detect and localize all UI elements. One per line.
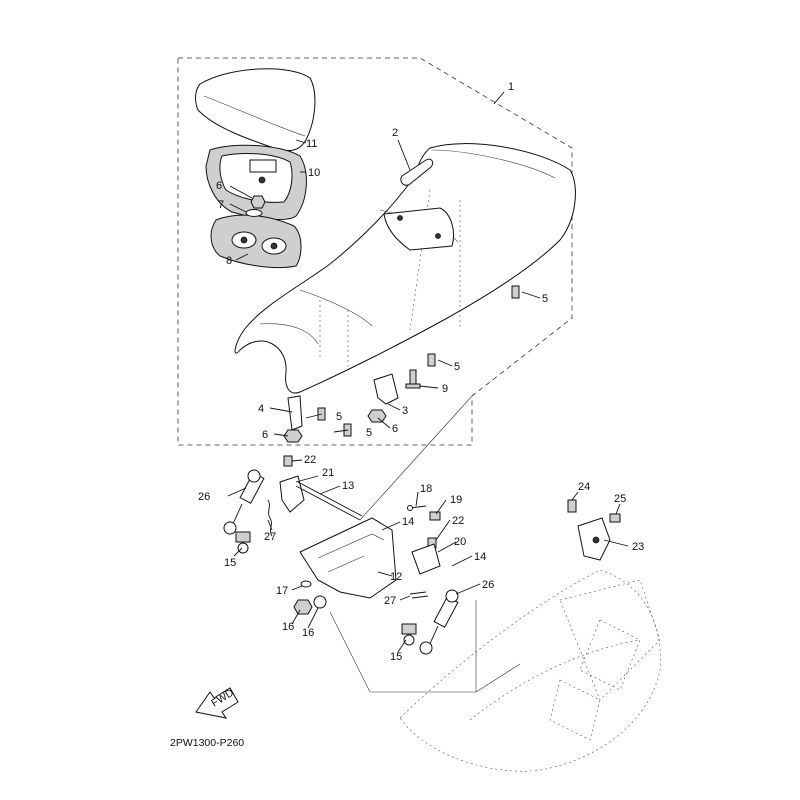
bolt-24: [567, 499, 577, 513]
callout-15-right: 15: [390, 651, 402, 663]
hinge-bracket: [299, 517, 397, 599]
seat-lock-bracket: [577, 517, 611, 561]
callout-27-right: 27: [384, 595, 396, 607]
diagram-code: 2PW1300-P260: [170, 737, 244, 749]
spring-27-left: [267, 499, 273, 537]
callout-17: 17: [276, 585, 288, 597]
leader-lines: [227, 91, 629, 653]
seat-bracket-rear: [287, 395, 303, 431]
backrest-frame: [205, 144, 307, 220]
callout-1: 1: [508, 81, 514, 93]
callout-18: 18: [420, 483, 432, 495]
guide-lines: [329, 600, 521, 693]
callout-24: 24: [578, 481, 590, 493]
callout-9: 9: [442, 383, 448, 395]
callout-20: 20: [454, 536, 466, 548]
callout-26-right: 26: [482, 579, 494, 591]
callout-2: 2: [392, 127, 398, 139]
callout-8: 8: [226, 255, 232, 267]
seat-grip: [400, 158, 434, 186]
callout-5-mid: 5: [454, 361, 460, 373]
gas-strut-left: [223, 469, 265, 535]
seat-mount-plate: [383, 207, 454, 251]
callout-27-left: 27: [264, 531, 276, 543]
callout-7: 7: [218, 199, 224, 211]
callout-6-left: 6: [262, 429, 268, 441]
backrest-bracket-plate: [210, 214, 302, 269]
bolt-a: [511, 285, 520, 299]
gas-strut-right: [419, 589, 459, 655]
callout-5-lower: 5: [336, 411, 342, 423]
hinge-arm: [279, 475, 305, 513]
nut: [250, 195, 266, 209]
nut-b: [367, 409, 387, 423]
washer: [245, 209, 263, 217]
latch-bolt-18: [407, 505, 427, 511]
latch-plate-20: [411, 543, 441, 575]
ball-stud-left: [235, 531, 251, 554]
bolt-b: [427, 353, 436, 367]
nut-c: [283, 429, 303, 443]
callout-16-right: 16: [302, 627, 314, 639]
washer-17: [300, 580, 312, 588]
spring-27-right: [409, 591, 429, 599]
bolt-9: [405, 369, 421, 389]
callout-22-top: 22: [304, 454, 316, 466]
callout-14-lower: 14: [474, 551, 486, 563]
callout-12: 12: [390, 571, 402, 583]
callout-16-left: 16: [282, 621, 294, 633]
callout-26-left: 26: [198, 491, 210, 503]
callout-14-upper: 14: [402, 516, 414, 528]
callout-11: 11: [306, 138, 317, 150]
callout-6-top: 6: [216, 180, 222, 192]
hull-frame: [399, 569, 661, 772]
callout-19: 19: [450, 494, 462, 506]
cap-25: [609, 513, 621, 523]
hinge-shaft: [295, 481, 363, 521]
callout-22-lower: 22: [452, 515, 464, 527]
callout-25: 25: [614, 493, 626, 505]
collar-b: [313, 595, 327, 609]
callout-4: 4: [258, 403, 264, 415]
seat-assembly-outline: [177, 57, 573, 446]
callout-labels: 1 2 11 10 6 7 8 5 5 9 3 4 5 5 6 6 22 21 …: [198, 81, 644, 663]
callout-23: 23: [632, 541, 644, 553]
nut-19: [429, 511, 441, 521]
callout-5-right: 5: [542, 293, 548, 305]
callout-3: 3: [402, 405, 408, 417]
bolt-22-upper: [283, 455, 293, 467]
callout-10: 10: [308, 167, 320, 179]
callout-6-right: 6: [392, 423, 398, 435]
seat-bracket-front: [373, 373, 399, 405]
callout-21: 21: [322, 467, 334, 479]
callout-13: 13: [342, 480, 354, 492]
collar-a: [293, 599, 313, 615]
callout-15-left: 15: [224, 557, 236, 569]
backrest-pad: [195, 68, 316, 152]
ball-stud-right: [401, 623, 417, 646]
fwd-arrow-icon: FWD: [195, 686, 239, 719]
callout-5-bottom: 5: [366, 427, 372, 439]
